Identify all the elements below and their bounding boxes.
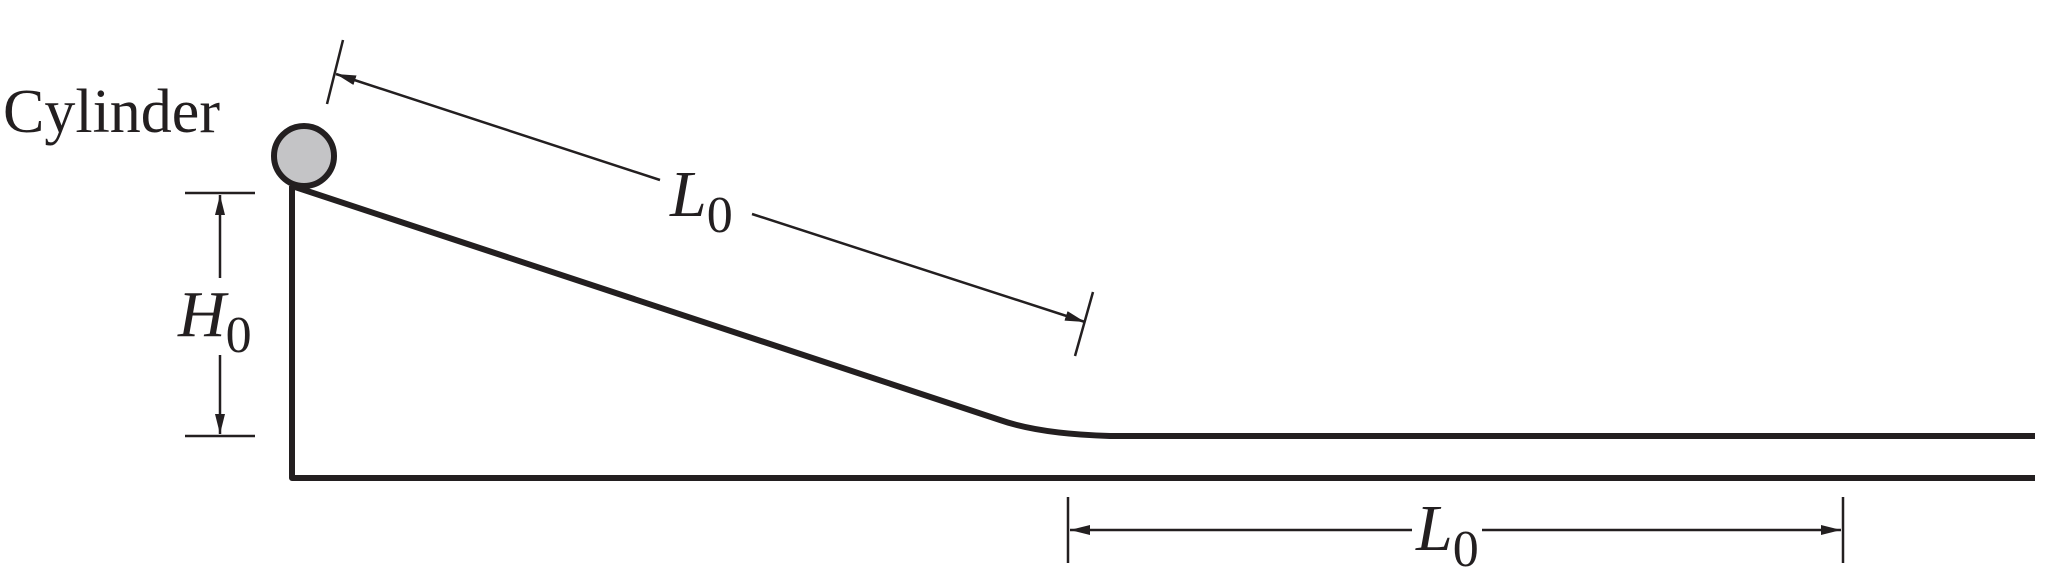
cylinder-shape [271, 123, 337, 189]
ground-line [289, 186, 2035, 481]
height-label: H0 [177, 278, 252, 364]
height-symbol: H [177, 278, 229, 351]
slope-length-symbol: L [669, 158, 707, 231]
slope-length-dimension: L0 [325, 39, 1095, 357]
slope-dim-tick-start [325, 39, 345, 105]
height-dimension: H0 [177, 191, 255, 438]
slope-length-subscript: 0 [707, 187, 733, 244]
slope-length-label: L0 [669, 158, 733, 244]
cylinder-label: Cylinder [3, 78, 220, 146]
slope-dim-arrow-lower [751, 212, 1086, 324]
height-subscript: 0 [226, 307, 252, 364]
flat-length-subscript: 0 [1453, 521, 1479, 578]
flat-length-symbol: L [1415, 492, 1453, 565]
slope-dim-arrow-upper [335, 72, 661, 182]
flat-length-label: L0 [1415, 492, 1479, 578]
ramp-surface [291, 183, 2035, 439]
slope-dim-tick-end [1073, 291, 1095, 357]
flat-length-dimension: L0 [1066, 492, 1845, 578]
